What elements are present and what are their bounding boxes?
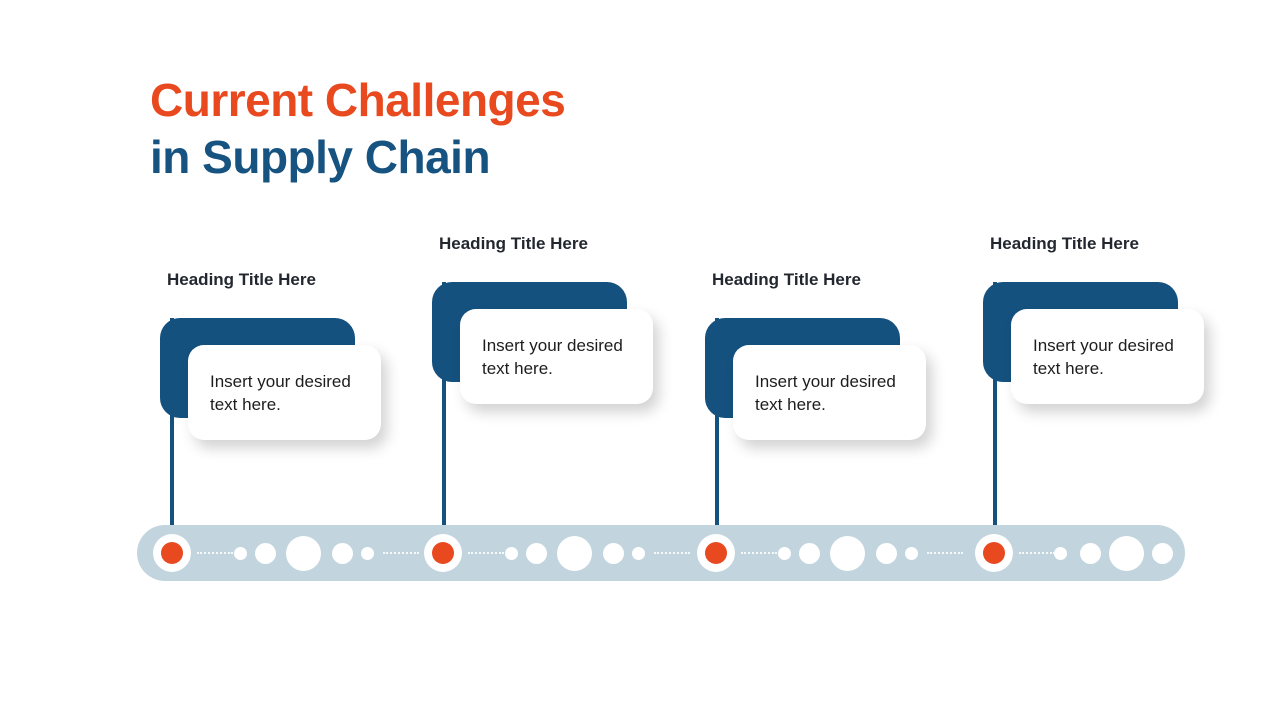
- dotted-connector: [741, 552, 777, 554]
- connector-line: [993, 282, 997, 525]
- decor-circle-small: [504, 546, 518, 560]
- item-text-card[interactable]: Insert your desired text here.: [1011, 309, 1204, 404]
- decor-circle-small: [631, 546, 645, 560]
- timeline-node-2: [424, 534, 462, 572]
- decor-circle-large: [556, 535, 592, 571]
- dotted-connector: [927, 552, 963, 554]
- item-heading[interactable]: Heading Title Here: [990, 234, 1139, 253]
- item-heading[interactable]: Heading Title Here: [712, 270, 861, 289]
- connector-line: [715, 318, 719, 525]
- decor-circle-medium: [254, 542, 276, 564]
- decor-circle-large: [285, 535, 321, 571]
- decor-circle-medium: [331, 542, 353, 564]
- dotted-connector: [197, 552, 233, 554]
- decor-circle-small: [233, 546, 247, 560]
- slide-title[interactable]: Current Challenges in Supply Chain: [150, 72, 566, 186]
- timeline-bar: [137, 525, 1185, 581]
- item-text-card[interactable]: Insert your desired text here.: [460, 309, 653, 404]
- decor-circle-medium: [875, 542, 897, 564]
- decor-circle-small: [904, 546, 918, 560]
- decor-circle-medium: [602, 542, 624, 564]
- timeline-node-3: [697, 534, 735, 572]
- decor-circle-small: [1053, 546, 1067, 560]
- decor-circle-large: [1108, 535, 1144, 571]
- decor-circle-medium: [798, 542, 820, 564]
- timeline-node-1: [153, 534, 191, 572]
- slide-title-line1: Current Challenges: [150, 74, 566, 126]
- timeline-node-dot: [432, 542, 454, 564]
- timeline-node-dot: [705, 542, 727, 564]
- timeline-node-dot: [983, 542, 1005, 564]
- item-heading[interactable]: Heading Title Here: [167, 270, 316, 289]
- decor-circle-small: [777, 546, 791, 560]
- decor-circle-small: [360, 546, 374, 560]
- slide-title-line2: in Supply Chain: [150, 131, 491, 183]
- decor-circle-medium: [1079, 542, 1101, 564]
- decor-circle-medium: [1151, 542, 1173, 564]
- dotted-connector: [654, 552, 690, 554]
- connector-line: [442, 282, 446, 525]
- item-text-card[interactable]: Insert your desired text here.: [188, 345, 381, 440]
- timeline-node-dot: [161, 542, 183, 564]
- decor-circle-medium: [525, 542, 547, 564]
- dotted-connector: [383, 552, 419, 554]
- item-heading[interactable]: Heading Title Here: [439, 234, 588, 253]
- dotted-connector: [1019, 552, 1055, 554]
- timeline-node-4: [975, 534, 1013, 572]
- item-text-card[interactable]: Insert your desired text here.: [733, 345, 926, 440]
- decor-circle-large: [829, 535, 865, 571]
- connector-line: [170, 318, 174, 525]
- dotted-connector: [468, 552, 504, 554]
